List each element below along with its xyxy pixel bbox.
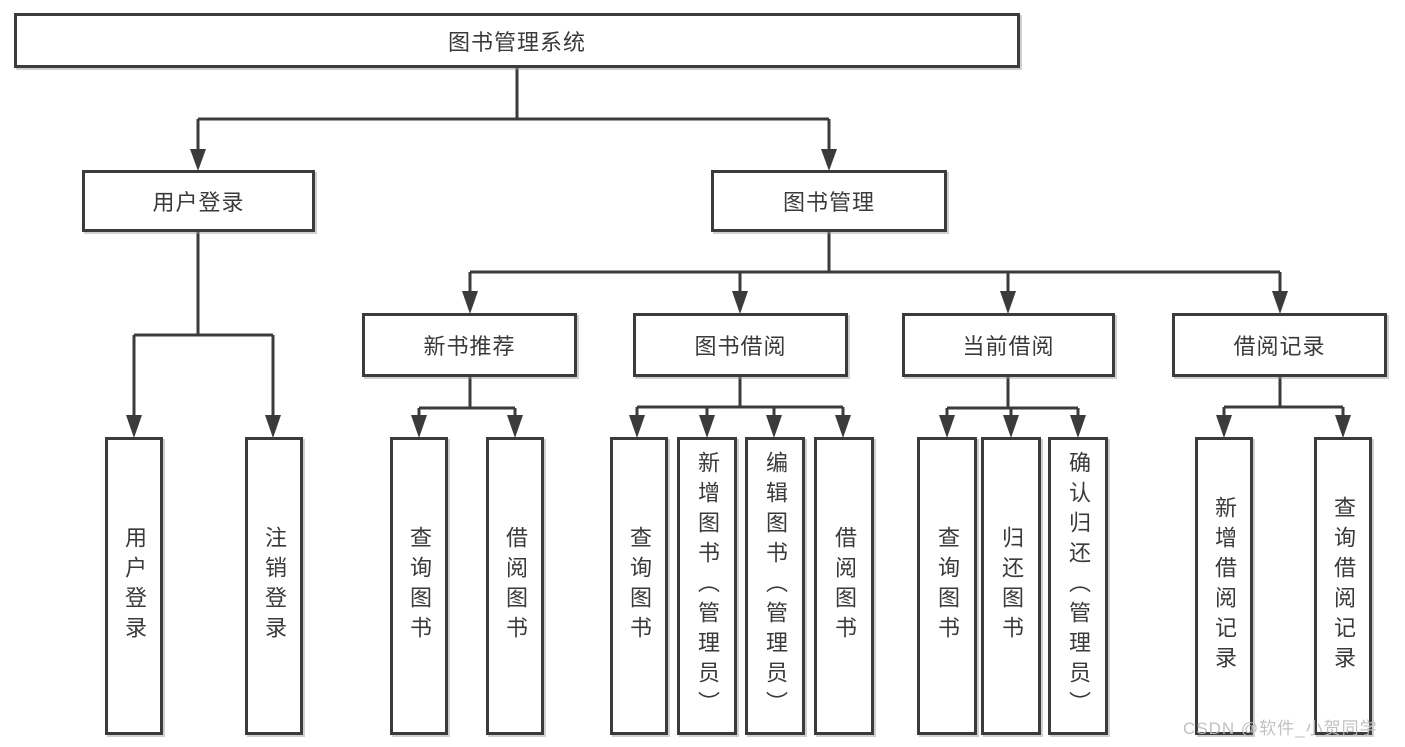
- node-book-management: 图书管理: [711, 170, 947, 232]
- leaf-user-login: 用户登录: [105, 437, 163, 735]
- leaf-return-books: 归还图书: [981, 437, 1041, 735]
- leaf-query-books-borrow: 查询图书: [610, 437, 668, 735]
- leaf-label: 借阅图书: [832, 526, 857, 646]
- leaf-logout: 注销登录: [245, 437, 303, 735]
- leaf-add-borrow-record: 新增借阅记录: [1195, 437, 1253, 735]
- node-current-borrow: 当前借阅: [902, 313, 1115, 377]
- leaf-add-books-admin: 新增图书（管理员）: [677, 437, 737, 735]
- node-user-login-group: 用户登录: [82, 170, 315, 232]
- leaf-label: 确认归还（管理员）: [1066, 451, 1091, 721]
- node-borrow-records: 借阅记录: [1172, 313, 1387, 377]
- leaf-label: 新增图书（管理员）: [695, 451, 720, 721]
- leaf-label: 查询图书: [935, 526, 960, 646]
- leaf-label: 注销登录: [262, 526, 287, 646]
- leaf-label: 归还图书: [999, 526, 1024, 646]
- leaf-confirm-return-admin: 确认归还（管理员）: [1048, 437, 1108, 735]
- leaf-label: 新增借阅记录: [1212, 496, 1237, 676]
- leaf-label: 借阅图书: [503, 526, 528, 646]
- leaf-label: 查询图书: [627, 526, 652, 646]
- leaf-label: 查询图书: [407, 526, 432, 646]
- leaf-query-books-current: 查询图书: [917, 437, 977, 735]
- leaf-borrow-books: 借阅图书: [814, 437, 874, 735]
- csdn-watermark: CSDN @软件_小贺同学: [1183, 719, 1378, 738]
- leaf-label: 用户登录: [122, 526, 147, 646]
- leaf-query-books-recommend: 查询图书: [390, 437, 448, 735]
- leaf-query-borrow-record: 查询借阅记录: [1314, 437, 1372, 735]
- leaf-label: 编辑图书（管理员）: [763, 451, 788, 721]
- node-library-management-system: 图书管理系统: [14, 13, 1020, 68]
- node-book-borrow: 图书借阅: [633, 313, 848, 377]
- leaf-edit-books-admin: 编辑图书（管理员）: [745, 437, 805, 735]
- leaf-borrow-books-recommend: 借阅图书: [486, 437, 544, 735]
- leaf-label: 查询借阅记录: [1331, 496, 1356, 676]
- node-new-book-recommend: 新书推荐: [362, 313, 577, 377]
